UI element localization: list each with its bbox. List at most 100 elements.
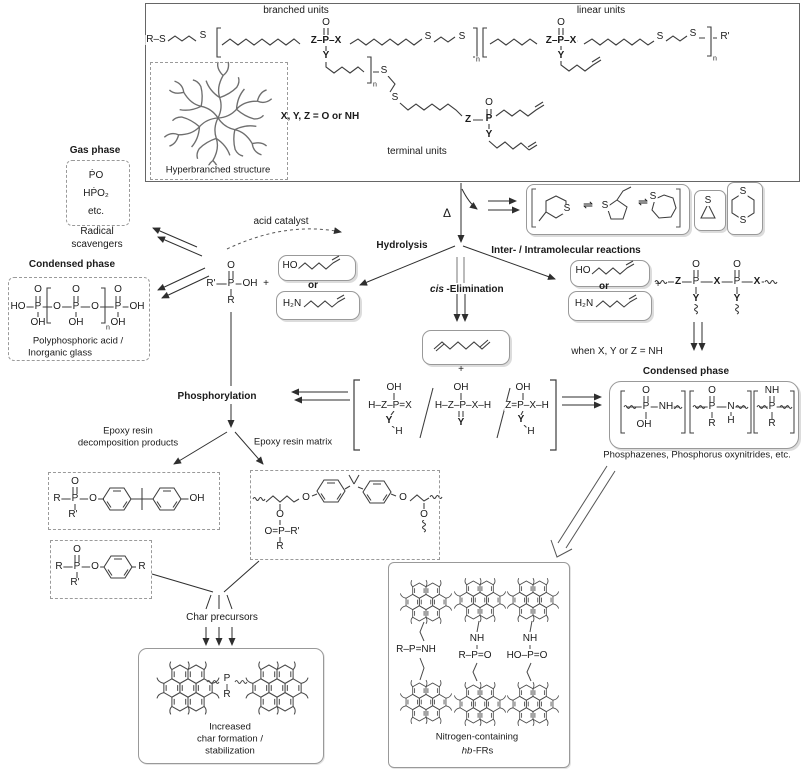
s-atom: S (738, 215, 748, 226)
o-atom: O (641, 385, 651, 396)
arrows (151, 183, 706, 646)
y-atom: Y (732, 293, 742, 304)
etc-label: etc. (87, 206, 105, 217)
polyphosphoric-caption-1: Polyphosphoric acid / (32, 335, 124, 347)
po-radical: ṖO (88, 170, 104, 181)
nh-atom: NH (521, 633, 539, 644)
s-atom: S (688, 28, 698, 39)
hydrolysis-label: Hydrolysis (376, 240, 428, 251)
r-atom: R (707, 418, 717, 429)
y-atom: Y (516, 414, 526, 425)
n-atom: N (726, 401, 736, 412)
p-atom: P (732, 276, 742, 287)
o-atom: O (484, 97, 494, 108)
o-atom: O (321, 17, 331, 28)
y-atom: Y (691, 293, 701, 304)
y-atom: Y (456, 417, 466, 428)
y-atom: Y (321, 50, 331, 61)
s-atom: S (198, 30, 208, 41)
o-atom: O (90, 301, 100, 312)
s-atom: S (379, 65, 389, 76)
radical-scavengers-line2: scavengers (71, 239, 123, 250)
dithiane-box (727, 182, 763, 235)
plus-sign: + (263, 278, 269, 289)
phosphinic-acid-structure (216, 271, 256, 296)
epoxy-decomp-label-1: Epoxy resin (103, 425, 153, 437)
z-atom: Z (673, 276, 683, 287)
s-atom: S (655, 31, 665, 42)
h-atom: H (726, 415, 736, 426)
r-atom: R (54, 561, 64, 572)
when-nh-label: when X, Y or Z = NH (571, 346, 663, 357)
s-atom: S (738, 186, 748, 197)
o-atom: O (90, 561, 100, 572)
y-atom: Y (556, 50, 566, 61)
r-atom: R (275, 541, 285, 552)
oh-atom: OH (241, 278, 259, 289)
s-atom: S (600, 200, 610, 211)
p-atom: P (72, 561, 82, 572)
p-atom: P (222, 673, 232, 684)
char-structures (157, 662, 308, 715)
s-atom: S (390, 92, 400, 103)
plus-sign: + (655, 279, 661, 290)
opr-atoms: O=P–R' (263, 526, 301, 537)
thiirane-box (694, 190, 726, 231)
oh-atom: OH (128, 301, 146, 312)
s-atom: S (562, 203, 572, 214)
z-atom: Z (463, 114, 473, 125)
oh-atom: OH (188, 493, 206, 504)
char-caption-3: stabilization (205, 745, 255, 757)
h2n-atom: H₂N (573, 298, 595, 309)
oh-atom: OH (514, 382, 532, 393)
branched-units-label: branched units (263, 5, 329, 16)
tautomer-3: Z=P–X–H (504, 400, 550, 411)
s-atom: S (648, 191, 658, 202)
zpx-atoms: Z–P–X (544, 35, 578, 46)
cis-label: cis (430, 284, 444, 295)
rs-atom: R–S (145, 34, 167, 45)
n-subscript: n (475, 56, 481, 64)
top-box-structures (167, 26, 717, 151)
n-subscript: n (105, 324, 111, 332)
xyz-definition: X, Y, Z = O or NH (280, 111, 360, 122)
hopo-linker: HO–P=O (505, 650, 549, 661)
x-atom: X (712, 276, 722, 287)
p-atom: P (484, 113, 494, 124)
nh-atom: NH (468, 633, 486, 644)
s-atom: S (423, 31, 433, 42)
or-label: or (308, 280, 318, 291)
hyperbranched-label: Hyperbranched structure (165, 164, 271, 176)
rpo-linker: R–P=O (457, 650, 493, 661)
o-atom: O (419, 509, 429, 520)
epoxy-product-structures (60, 487, 189, 579)
o-atom: O (71, 284, 81, 295)
s-atom: S (457, 31, 467, 42)
p-atom: P (641, 401, 651, 412)
oh-atom: OH (29, 317, 47, 328)
condensed-right-title: Condensed phase (642, 366, 730, 377)
polyphosphoric-caption-2: Inorganic glass (28, 347, 92, 359)
char-caption-2: char formation / (197, 733, 263, 745)
ho-atom: HO (281, 260, 299, 271)
r-atom: R (767, 418, 777, 429)
o-atom: O (707, 385, 717, 396)
gas-phase-title: Gas phase (69, 145, 121, 156)
y-atom: Y (484, 129, 494, 140)
elimination-label: -Elimination (446, 284, 504, 295)
o-atom: O (113, 284, 123, 295)
r-prime-atom: R' (719, 31, 731, 42)
epoxy-decomp-label-2: decomposition products (77, 437, 179, 449)
r-atom: R (137, 561, 147, 572)
acid-catalyst-label: acid catalyst (253, 216, 309, 227)
o-atom: O (691, 259, 701, 270)
pill-chains (297, 255, 638, 352)
hyperbranched-drawing (158, 61, 278, 175)
hpo2-radical: HṖO₂ (83, 188, 109, 199)
h2n-atom: H₂N (281, 298, 303, 309)
y-atom: Y (384, 415, 394, 426)
o-atom: O (52, 301, 62, 312)
hexadiene-pill (422, 330, 510, 365)
h-atom: H (394, 426, 404, 437)
